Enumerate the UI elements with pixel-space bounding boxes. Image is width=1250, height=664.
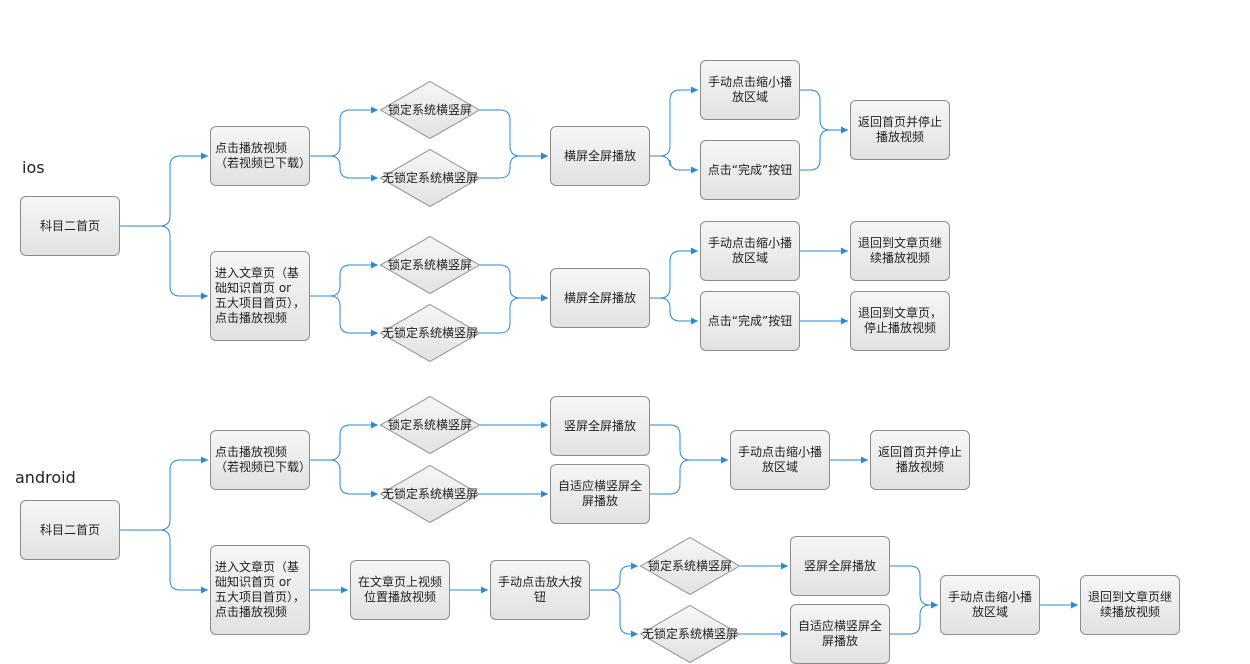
connector: [590, 562, 638, 591]
android-article-node: 进入文章页（基础知识首页 or 五大项目首页），点击播放视频: [210, 545, 310, 635]
ios-shrink-node-2: 手动点击缩小播放区域: [700, 221, 800, 281]
android-adaptive-fullscreen-node-1: 自适应横竖屏全屏播放: [550, 464, 650, 524]
android-shrink-node-1: 手动点击缩小播放区域: [730, 430, 830, 490]
connector: [480, 264, 548, 302]
connector: [650, 86, 698, 157]
connector: [310, 106, 378, 157]
ios-nolock-decision-2: 无锁定系统横竖屏: [380, 304, 480, 362]
connector: [120, 225, 208, 300]
ios-fullscreen-node-2: 横屏全屏播放: [550, 268, 650, 328]
android-lock-decision-2: 锁定系统横竖屏: [640, 537, 740, 595]
ios-nolock-decision-1: 无锁定系统横竖屏: [380, 149, 480, 207]
diamond-label: 锁定系统横竖屏: [387, 257, 472, 272]
connector: [650, 155, 698, 174]
diamond-label: 锁定系统横竖屏: [387, 417, 472, 432]
diamond-label: 锁定系统横竖屏: [387, 102, 472, 117]
connector: [890, 601, 938, 635]
android-play-node: 点击播放视频（若视频已下载）: [210, 430, 311, 490]
ios-fullscreen-node-1: 横屏全屏播放: [550, 126, 650, 186]
android-section-label: android: [15, 468, 76, 487]
android-nolock-decision-1: 无锁定系统横竖屏: [380, 465, 480, 523]
connector: [120, 529, 208, 594]
connector: [480, 294, 548, 334]
connector: [120, 456, 208, 531]
connector: [120, 152, 208, 227]
ios-home-node: 科目二首页: [20, 196, 120, 256]
ios-back-home-node: 返回首页并停止播放视频: [850, 100, 950, 160]
android-back-home-node: 返回首页并停止播放视频: [870, 430, 970, 490]
android-adaptive-fullscreen-node-2: 自适应横竖屏全屏播放: [790, 604, 890, 664]
ios-lock-decision-1: 锁定系统横竖屏: [380, 81, 480, 139]
connector: [310, 261, 378, 297]
android-home-node: 科目二首页: [20, 500, 120, 560]
connector: [800, 126, 848, 171]
connector: [650, 424, 728, 464]
connector: [800, 89, 848, 134]
android-nolock-decision-2: 无锁定系统横竖屏: [640, 605, 740, 663]
ios-section-label: ios: [22, 158, 45, 177]
ios-back-article-stop-node: 退回到文章页，停止播放视频: [850, 291, 950, 351]
android-shrink-node-2: 手动点击缩小播放区域: [940, 575, 1040, 635]
ios-shrink-node-1: 手动点击缩小播放区域: [700, 60, 800, 120]
diamond-label: 无锁定系统横竖屏: [381, 486, 478, 501]
connectors: [120, 86, 1078, 638]
ios-done-node-2: 点击“完成”按钮: [700, 291, 800, 351]
ios-play-node: 点击播放视频（若视频已下载）: [210, 126, 311, 186]
diamond-label: 无锁定系统横竖屏: [381, 170, 478, 185]
diamond-label: 无锁定系统横竖屏: [641, 626, 738, 641]
android-inpage-play-node: 在文章页上视频位置播放视频: [350, 560, 450, 620]
connector: [590, 589, 638, 638]
connector: [310, 421, 378, 461]
connector: [310, 155, 378, 182]
connector: [890, 565, 938, 609]
connector: [650, 297, 698, 325]
ios-back-article-continue-node: 退回到文章页继续播放视频: [850, 221, 950, 281]
diamond-label: 锁定系统横竖屏: [647, 558, 732, 573]
ios-done-node-1: 点击“完成”按钮: [700, 140, 800, 200]
android-vertical-fullscreen-node-1: 竖屏全屏播放: [550, 396, 650, 456]
connector: [650, 456, 728, 495]
ios-lock-decision-2: 锁定系统横竖屏: [380, 236, 480, 294]
android-back-article-node: 退回到文章页继续播放视频: [1080, 575, 1180, 635]
connector: [310, 295, 378, 337]
diamond-label: 无锁定系统横竖屏: [381, 325, 478, 340]
connector: [480, 152, 548, 179]
connector: [310, 459, 378, 498]
ios-article-node: 进入文章页（基础知识首页 or 五大项目首页），点击播放视频: [210, 251, 310, 341]
connector: [480, 109, 548, 160]
android-lock-decision-1: 锁定系统横竖屏: [380, 396, 480, 454]
connector: [650, 247, 698, 299]
android-vertical-fullscreen-node-2: 竖屏全屏播放: [790, 536, 890, 596]
android-enlarge-node: 手动点击放大按钮: [490, 560, 590, 620]
